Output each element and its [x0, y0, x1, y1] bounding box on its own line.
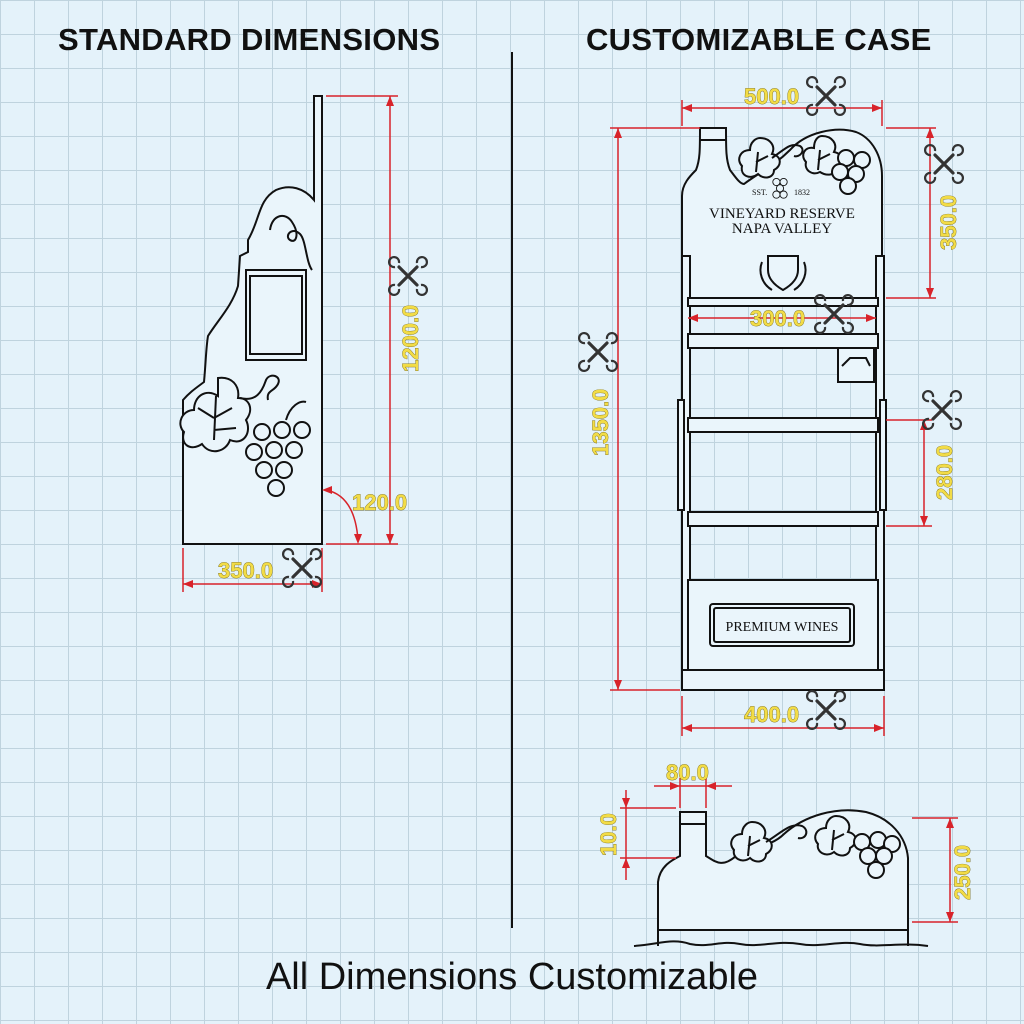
shelf [687, 417, 879, 433]
shield-crest-icon [759, 255, 807, 292]
topper-height-dimension: 250.0 [912, 817, 975, 923]
est-left: SST. [752, 188, 767, 197]
total-height-value: 1350.0 [588, 389, 613, 456]
shelf-spacing-value: 280.0 [932, 445, 957, 500]
height-value: 1200.0 [398, 305, 423, 372]
base-width-dimension: 400.0 [681, 689, 885, 736]
header-height-dimension: 350.0 [886, 127, 965, 299]
header-text-2: NAPA VALLEY [732, 221, 832, 237]
neck-height-value: 10.0 [596, 813, 621, 856]
neck-width-dimension: 80.0 [654, 760, 732, 808]
top-width-dimension: 500.0 [681, 75, 883, 126]
grape-cluster-icon [245, 400, 311, 497]
neck-height-dimension: 10.0 [596, 790, 676, 880]
footer-caption: All Dimensions Customizable [265, 956, 759, 998]
shelf [687, 297, 879, 307]
grape-leaf-icon [738, 136, 781, 179]
brochure-holder [837, 347, 875, 383]
standard-side-view: 1200.0 120.0 350.0 [179, 95, 429, 592]
depth-value: 350.0 [218, 558, 273, 583]
total-height-dimension: 1350.0 [577, 127, 700, 691]
depth-dimension: 350.0 [182, 547, 323, 592]
wrench-cross-icon[interactable] [577, 331, 619, 373]
shelf-spacing-dimension: 280.0 [886, 389, 963, 527]
est-right: 1832 [794, 188, 810, 197]
header-text-1: VINEYARD RESERVE [709, 206, 855, 222]
wrench-cross-icon[interactable] [281, 547, 323, 589]
premium-plaque [709, 603, 855, 647]
side-panel-window [245, 269, 307, 361]
plaque-text: PREMIUM WINES [726, 620, 839, 635]
customizable-case-front: SST. 1832 VINEYARD RESERVE NAPA VALLEY [577, 75, 965, 736]
shelf-width-dimension: 300.0 [688, 293, 876, 335]
wrench-cross-icon[interactable] [921, 389, 963, 431]
top-width-value: 500.0 [744, 84, 799, 109]
shelf-width-value: 300.0 [750, 306, 805, 331]
grape-leaf-icon [730, 820, 773, 863]
shelf [687, 333, 879, 349]
height-dimension: 1200.0 [326, 95, 429, 545]
wrench-cross-icon[interactable] [923, 143, 965, 185]
wrench-cross-icon[interactable] [387, 255, 429, 297]
grape-leaf-icon [814, 814, 857, 857]
neck-width-value: 80.0 [666, 760, 709, 785]
standard-dimensions-heading: STANDARD DIMENSIONS [58, 22, 441, 57]
topper-detail: 80.0 10.0 250.0 [596, 760, 975, 947]
customizable-case-heading: CUSTOMIZABLE CASE [586, 22, 932, 57]
shelf [687, 511, 879, 527]
wrench-cross-icon[interactable] [805, 689, 847, 731]
base-angle-dimension: 120.0 [322, 486, 407, 544]
wrench-cross-icon[interactable] [805, 75, 847, 117]
header-height-value: 350.0 [936, 195, 961, 250]
base-angle-value: 120.0 [352, 490, 407, 515]
topper-height-value: 250.0 [950, 845, 975, 900]
base-width-value: 400.0 [744, 702, 799, 727]
grape-leaf-icon [802, 134, 843, 176]
